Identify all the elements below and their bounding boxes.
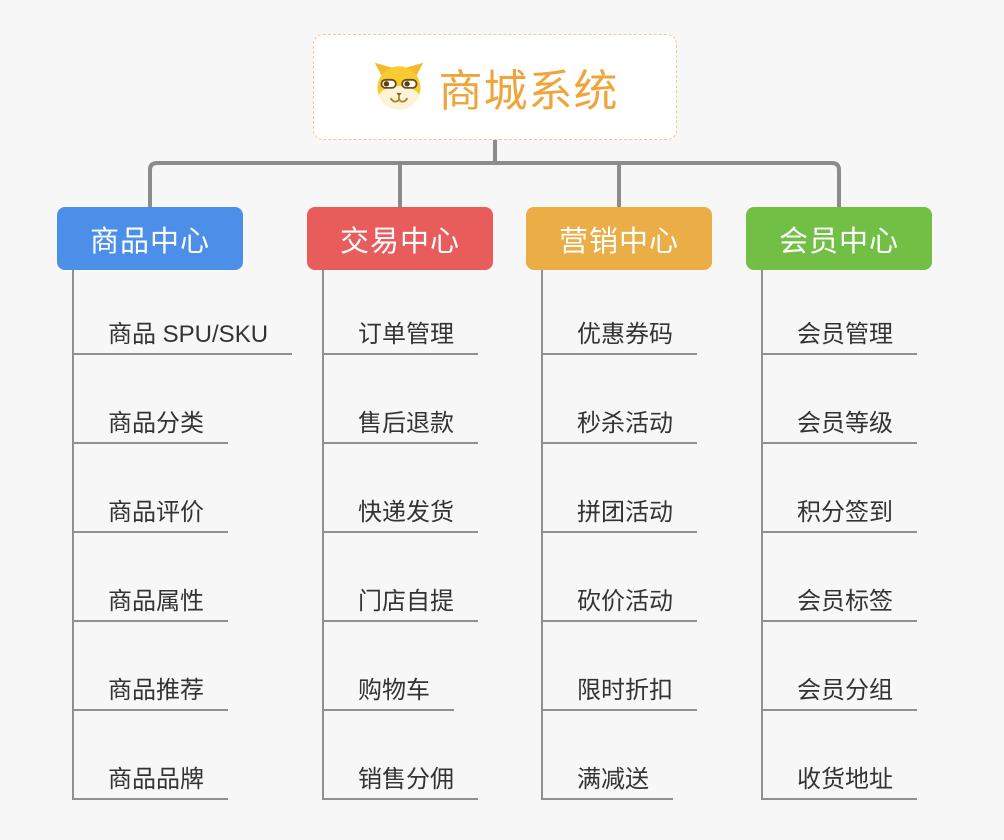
leaf-node[interactable]: 优惠券码: [543, 270, 697, 355]
root-title: 商城系统: [438, 67, 619, 116]
leaf-node[interactable]: 门店自提: [324, 533, 478, 622]
leaf-node[interactable]: 秒杀活动: [543, 355, 697, 444]
leaf-column-trade: 订单管理 售后退款 快递发货 门店自提 购物车 销售分佣: [322, 270, 478, 800]
leaf-node[interactable]: 会员等级: [763, 355, 917, 444]
branch-node-product-center[interactable]: 商品中心: [57, 207, 243, 270]
branch-label: 商品中心: [89, 225, 210, 258]
branch-label: 营销中心: [558, 225, 679, 258]
leaf-node[interactable]: 限时折扣: [543, 622, 697, 711]
branch-node-trade-center[interactable]: 交易中心: [307, 207, 493, 270]
leaf-node[interactable]: 商品评价: [74, 444, 228, 533]
leaf-node[interactable]: 订单管理: [324, 270, 478, 355]
leaf-node[interactable]: 商品品牌: [74, 711, 228, 800]
leaf-column-product: 商品 SPU/SKU 商品分类 商品评价 商品属性 商品推荐 商品品牌: [72, 270, 293, 800]
root-node[interactable]: 商城系统: [313, 34, 677, 140]
leaf-node[interactable]: 会员管理: [763, 270, 917, 355]
leaf-node[interactable]: 砍价活动: [543, 533, 697, 622]
leaf-node[interactable]: 商品推荐: [74, 622, 228, 711]
leaf-node[interactable]: 快递发货: [324, 444, 478, 533]
dog-face-icon: [374, 62, 423, 110]
leaf-node[interactable]: 会员标签: [763, 533, 917, 622]
leaf-node[interactable]: 积分签到: [763, 444, 917, 533]
branch-node-marketing-center[interactable]: 营销中心: [526, 207, 712, 270]
leaf-node[interactable]: 拼团活动: [543, 444, 697, 533]
branch-label: 交易中心: [339, 225, 460, 258]
leaf-node[interactable]: 购物车: [324, 622, 454, 711]
leaf-node[interactable]: 销售分佣: [324, 711, 478, 800]
branch-node-member-center[interactable]: 会员中心: [746, 207, 932, 270]
leaf-column-marketing: 优惠券码 秒杀活动 拼团活动 砍价活动 限时折扣 满减送: [541, 270, 697, 800]
leaf-node[interactable]: 满减送: [543, 711, 673, 800]
leaf-node[interactable]: 会员分组: [763, 622, 917, 711]
leaf-node[interactable]: 收货地址: [763, 711, 917, 800]
leaf-node[interactable]: 商品 SPU/SKU: [74, 270, 293, 355]
leaf-node[interactable]: 商品分类: [74, 355, 228, 444]
leaf-column-member: 会员管理 会员等级 积分签到 会员标签 会员分组 收货地址: [761, 270, 917, 800]
leaf-node[interactable]: 售后退款: [324, 355, 478, 444]
leaf-node[interactable]: 商品属性: [74, 533, 228, 622]
branch-label: 会员中心: [778, 225, 899, 258]
